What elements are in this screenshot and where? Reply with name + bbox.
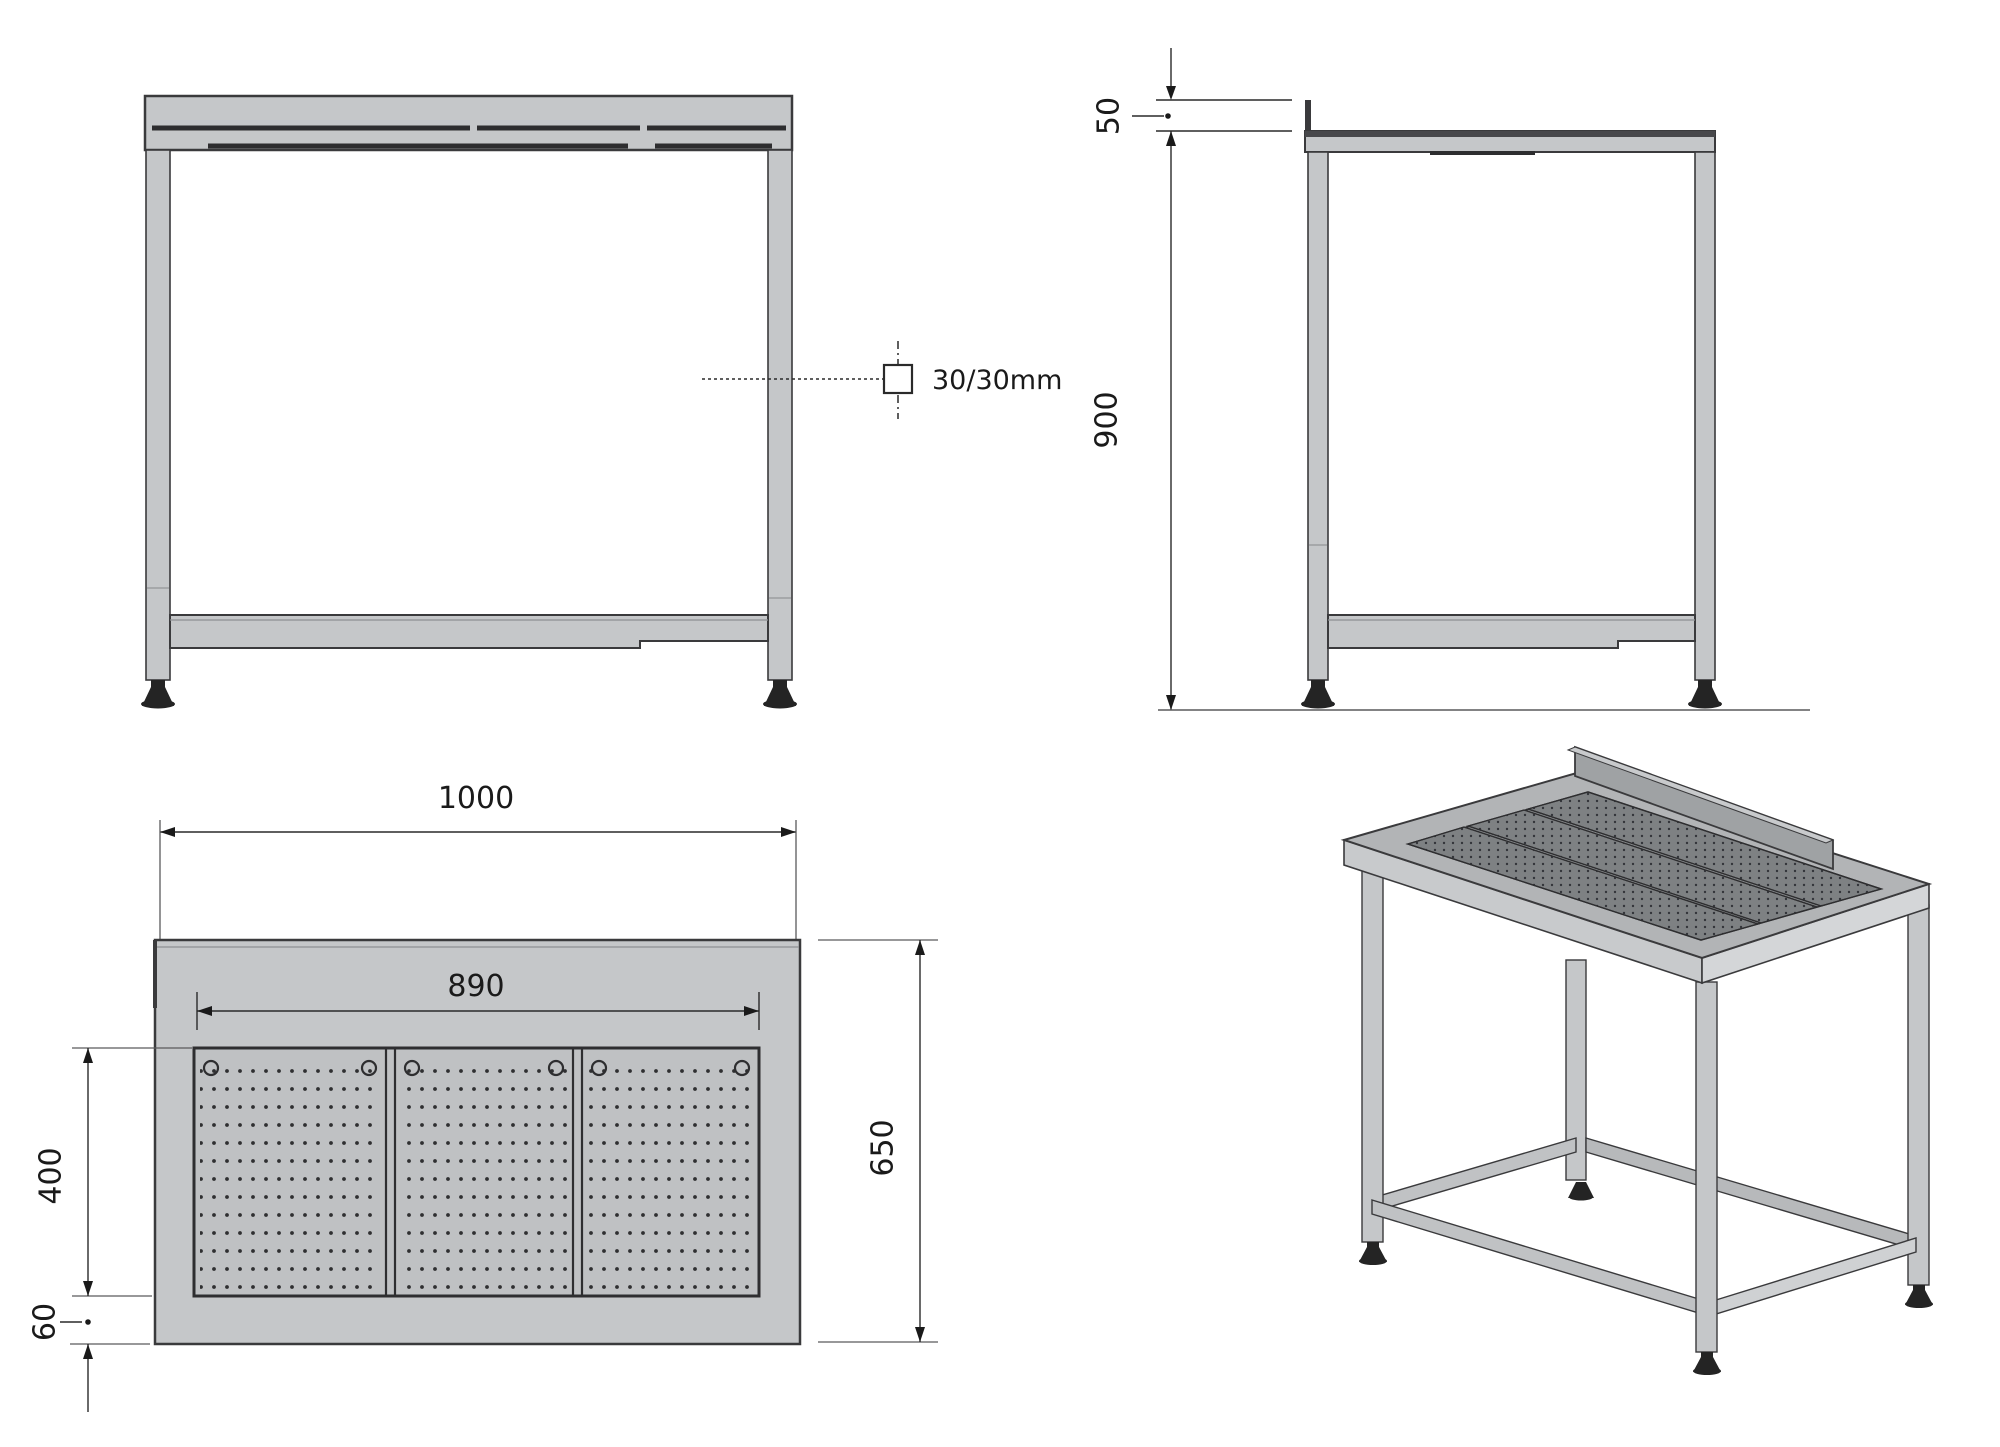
iso-rail-front-left [1371,1199,1703,1315]
side-rear-leg [1694,151,1716,681]
iso-rail-back-right [1585,1137,1917,1251]
arrowhead [83,1281,93,1296]
dim-400-label: 400 [34,1147,69,1204]
front-right-leg [767,149,793,681]
iso-left-foot [1359,1242,1387,1265]
iso-front-foot [1693,1352,1721,1375]
perforated-panel-2-dots [401,1056,567,1290]
iso-right-foot [1905,1285,1933,1308]
leg-section-callout: 30/30mm [702,341,1062,419]
arrowhead [915,1327,925,1342]
side-upstand [1305,100,1311,131]
front-right-foot [763,680,797,709]
dim-perforated-depth [72,1047,192,1297]
panel-dividers [384,1048,584,1296]
dim-top-thickness [1132,48,1292,132]
side-view: 50 900 [1090,48,1810,711]
front-stretcher-rail [169,614,769,649]
arrowhead [1166,695,1176,710]
dim-650-label: 650 [866,1119,901,1176]
panel-screw-holes [202,1059,751,1077]
iso-rail-back-left [1371,1137,1577,1213]
dim-900-label: 900 [1090,391,1125,448]
side-stretcher-rail [1327,614,1696,649]
dim-890-label: 890 [447,969,504,1004]
arrowhead [160,827,175,837]
top-view: 1000 890 [28,781,938,1412]
arrowhead [744,1006,759,1016]
dim-50-label: 50 [1092,97,1127,135]
arrowhead [83,1344,93,1359]
dim-depth [818,939,938,1343]
iso-rail-front-right [1715,1237,1917,1315]
front-view: 30/30mm [141,94,1062,709]
dim-60-label: 60 [28,1303,63,1341]
dim-inner-width [196,992,760,1030]
iso-right-leg [1907,904,1930,1286]
arrowhead [1166,86,1176,100]
arrowhead [197,1006,212,1016]
side-tabletop-topband [1305,131,1715,137]
dim-edge-offset [60,1319,150,1412]
arrowhead [83,1048,93,1063]
callout-label: 30/30mm [932,365,1062,396]
front-left-foot [141,680,175,709]
iso-rear-foot [1568,1182,1594,1201]
iso-upstand-top-edge [1566,746,1835,844]
front-left-leg [145,149,171,681]
leg-section-square [882,363,914,395]
side-rear-foot [1688,680,1722,709]
side-front-leg [1307,151,1329,681]
iso-front-leg [1695,981,1718,1353]
isometric-view [1340,745,1933,1375]
iso-left-leg [1361,851,1384,1243]
front-tabletop [143,94,794,152]
top-left-edge-notch [153,940,157,1008]
arrowhead [1166,131,1176,146]
iso-rear-leg [1565,959,1587,1181]
dim-1000-label: 1000 [438,781,514,816]
arrowhead [781,827,796,837]
dim-working-height [1166,131,1176,710]
arrowhead [915,940,925,955]
perforated-panel-3-dots [588,1056,753,1290]
perforated-panel-1-dots [200,1056,380,1290]
iso-perforated-panels [1406,791,1884,941]
side-front-foot [1301,680,1335,709]
